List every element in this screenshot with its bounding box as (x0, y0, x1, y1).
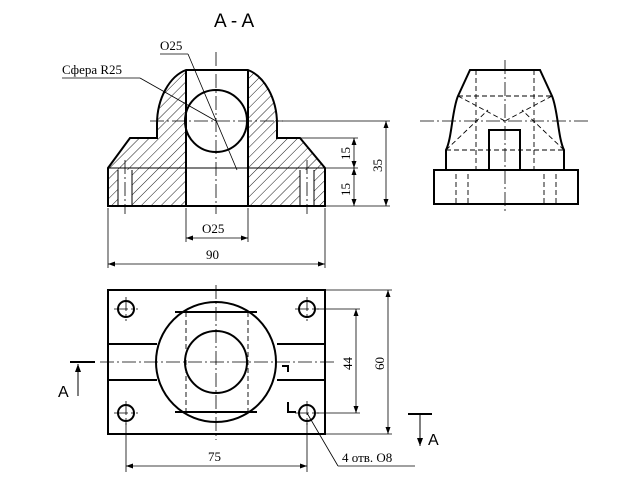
holes-label: 4 отв. О8 (342, 450, 392, 465)
front-section-view: Сфера R25 О25 О25 90 15 15 35 (62, 38, 390, 268)
section-mark-left: A (58, 384, 69, 401)
hole-spacing-label: 75 (208, 449, 221, 464)
height-lower-label: 15 (338, 183, 353, 196)
plan-inner-label: 44 (340, 357, 355, 371)
plan-width-label: 60 (372, 357, 387, 370)
plan-view: A A 4 отв. О8 75 44 60 (58, 285, 439, 472)
height-total-label: 35 (370, 159, 385, 172)
bore-diameter-top-label: О25 (160, 38, 182, 53)
bore-diameter-bottom-label: О25 (202, 221, 224, 236)
section-mark-right: A (428, 432, 439, 449)
height-upper-label: 15 (338, 147, 353, 160)
side-view (420, 60, 590, 214)
sphere-label: Сфера R25 (62, 62, 122, 77)
section-title: A - A (214, 11, 254, 32)
width-overall-label: 90 (206, 247, 219, 262)
